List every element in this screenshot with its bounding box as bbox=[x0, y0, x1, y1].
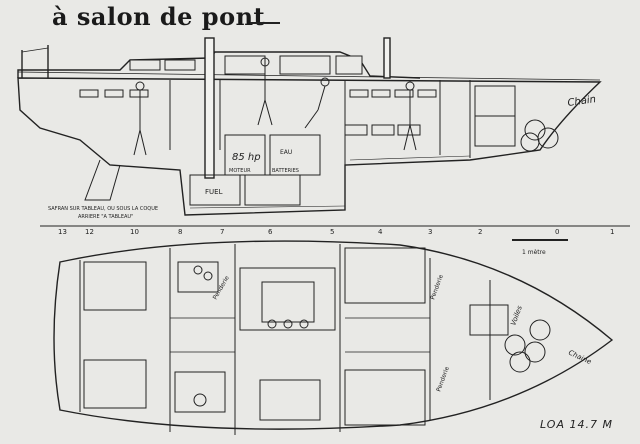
bulkheads bbox=[169, 80, 516, 165]
note-line-2: ARRIERE "A TABLEAU" bbox=[78, 214, 133, 220]
label-penderie-2: Penderie bbox=[435, 365, 451, 392]
galley bbox=[174, 261, 321, 421]
keel-hatching bbox=[189, 155, 471, 209]
label-moteur: MOTEUR bbox=[229, 168, 251, 174]
label-fuel: FUEL bbox=[205, 188, 223, 196]
label-chaine: Chaine bbox=[567, 349, 592, 367]
saloon bbox=[239, 267, 336, 331]
scale-note: 1 mètre bbox=[522, 249, 546, 256]
drawing-title: à salon de pont bbox=[52, 2, 266, 31]
scale-num: 10 bbox=[130, 228, 139, 236]
scale-num: 12 bbox=[85, 228, 94, 236]
scale-num: 6 bbox=[268, 228, 273, 236]
profile-view bbox=[17, 37, 602, 216]
label-voiles: Voiles bbox=[509, 304, 524, 326]
deck-windows bbox=[129, 55, 363, 75]
mast-aft bbox=[383, 37, 391, 79]
berths bbox=[83, 247, 509, 426]
scale-numbers: 13 12 10 8 7 6 5 4 3 2 0 1 bbox=[58, 228, 614, 236]
station-scale bbox=[40, 225, 630, 241]
profile-hull bbox=[17, 77, 602, 216]
label-batteries: BATTERIES bbox=[272, 168, 299, 174]
scale-num: 1 bbox=[610, 228, 614, 236]
label-penderie-1: Penderie bbox=[429, 273, 445, 300]
scale-num: 3 bbox=[428, 228, 432, 236]
mast bbox=[204, 37, 215, 179]
label-engine-hp: 85 hp bbox=[232, 152, 261, 163]
plan-hull bbox=[53, 240, 614, 430]
loa-label: LOA 14.7 M bbox=[540, 418, 613, 431]
scale-num: 13 bbox=[58, 228, 67, 236]
scale-num: 2 bbox=[478, 228, 482, 236]
plan-view bbox=[53, 240, 614, 435]
scale-num: 5 bbox=[330, 228, 334, 236]
scale-num: 4 bbox=[378, 228, 383, 236]
label-chain: Chain bbox=[567, 94, 597, 109]
cabinets bbox=[170, 317, 430, 353]
portholes bbox=[79, 89, 437, 136]
scale-num: 7 bbox=[220, 228, 224, 236]
label-eau: EAU bbox=[280, 149, 292, 156]
note-line-1: SAFRAN SUR TABLEAU, OU SOUS LA COQUE bbox=[48, 206, 158, 212]
label-penderie-3: Penderie bbox=[212, 275, 231, 301]
chain-locker bbox=[520, 119, 559, 152]
scale-num: 8 bbox=[178, 228, 182, 236]
human-figures bbox=[133, 57, 417, 156]
machinery bbox=[84, 134, 321, 206]
plan-bulkheads bbox=[79, 244, 491, 435]
sail-locker bbox=[504, 319, 551, 373]
scale-num: 0 bbox=[555, 228, 559, 236]
title-underline bbox=[250, 22, 280, 24]
